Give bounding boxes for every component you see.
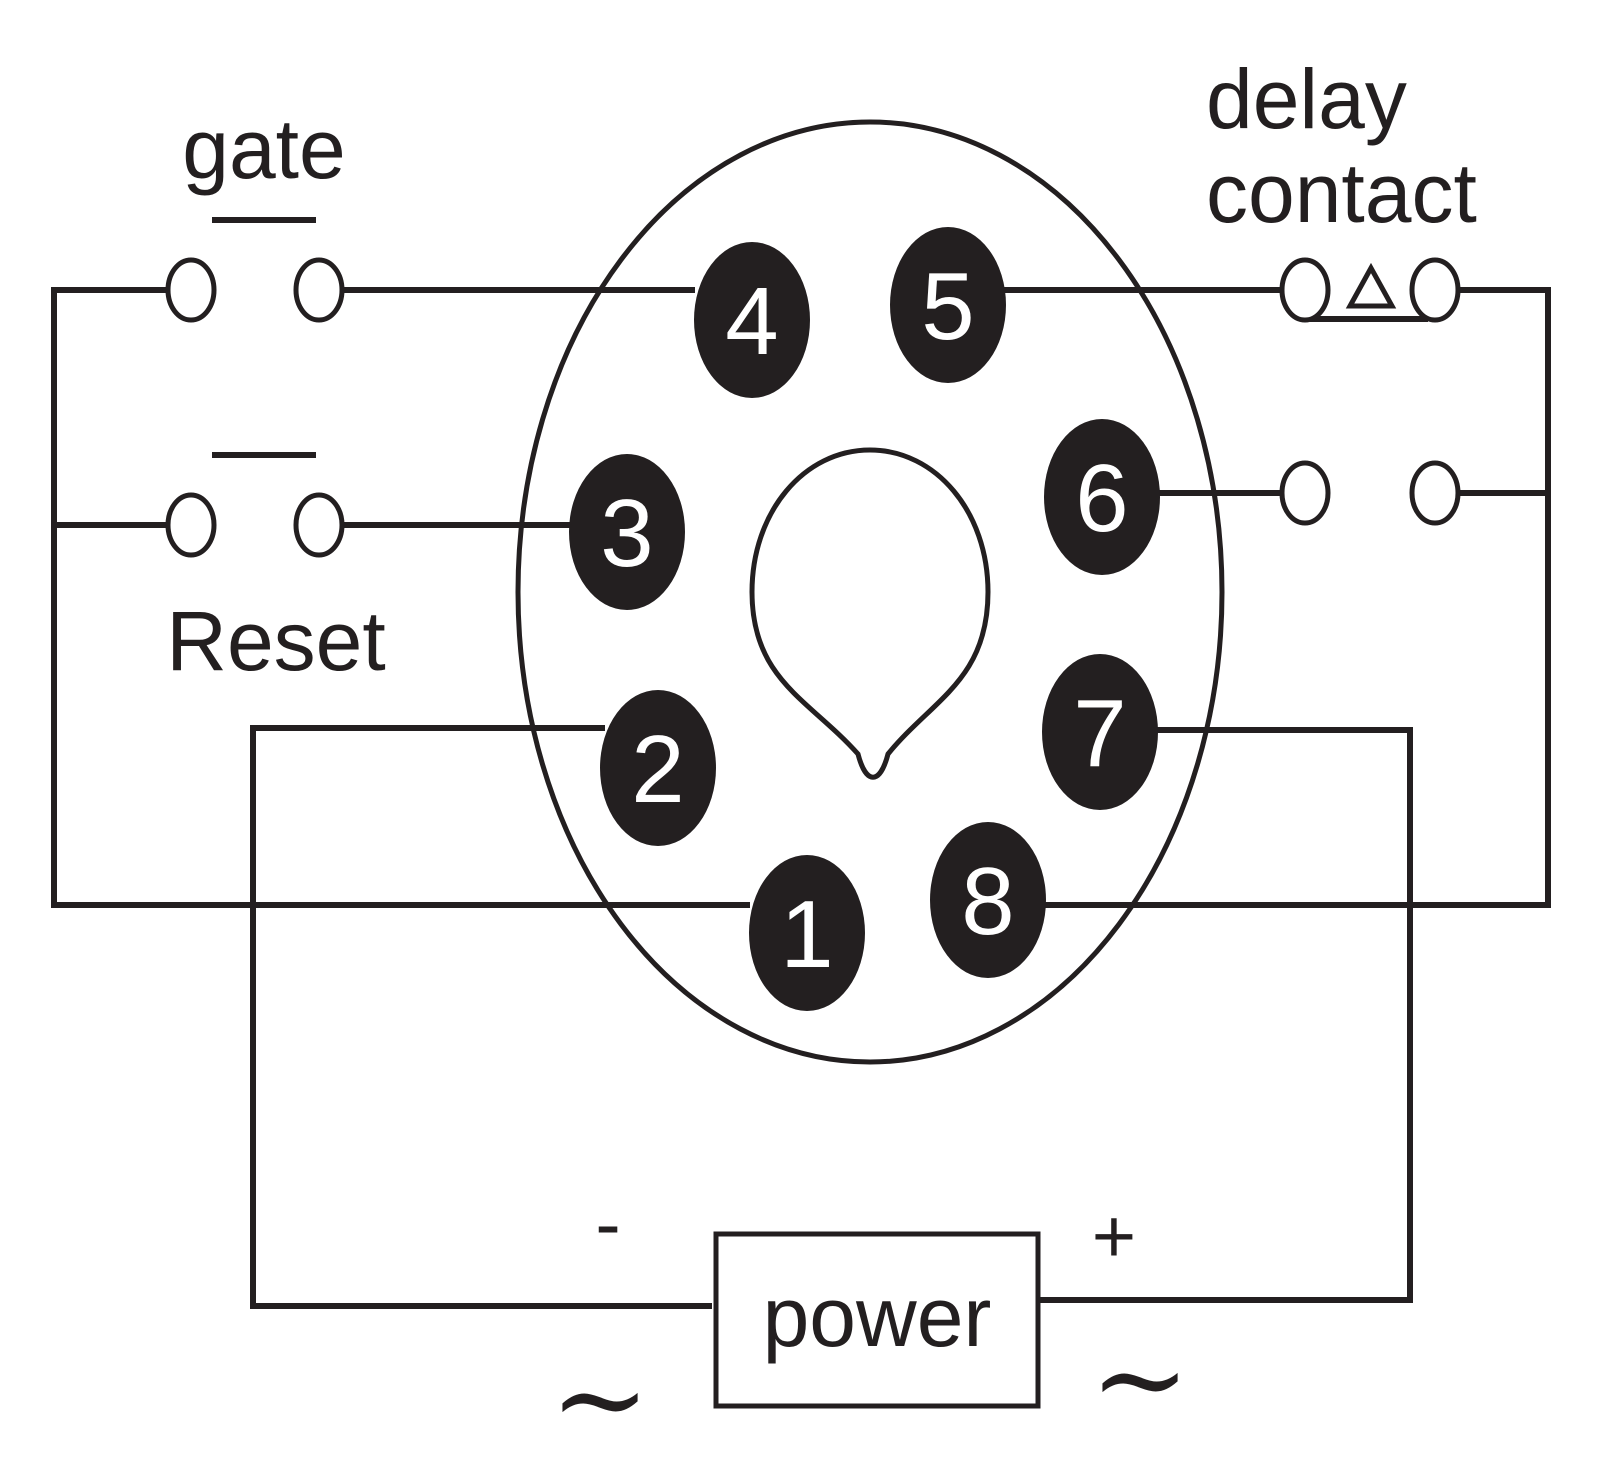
reset-terminal-right [293,492,345,558]
power-label: power [763,1270,992,1364]
pin-3-label: 3 [600,480,653,587]
pin-1-label: 1 [780,881,833,988]
pin-3-disc [569,454,685,610]
gate-terminal-right [293,257,345,323]
wire-left-bus [51,287,750,908]
pin-4-disc [694,242,810,398]
pin-4: 4 [694,242,810,398]
wire-pin7-power [1040,727,1413,1303]
delay-triangle-icon [1345,262,1397,309]
wire-pin2-power [250,725,712,1309]
delay-terminal-left [1279,257,1331,323]
pin-2-label: 2 [631,716,684,823]
pin-7: 7 [1042,654,1158,810]
socket-outline [515,119,1225,1065]
reset-terminal-left [165,492,217,558]
ac-symbol-right: ~ [1090,1310,1191,1449]
delay-terminal-right [1409,257,1461,323]
gate-terminal-left [165,257,217,323]
pin-5-disc [890,227,1006,383]
pin-2-disc [600,690,716,846]
reset-label: Reset [166,594,385,688]
contact-terminal-right [1409,460,1461,526]
pin-6-label: 6 [1075,445,1128,552]
pin-8: 8 [930,822,1046,978]
pin-8-disc [930,822,1046,978]
gate-label: gate [182,102,346,196]
socket-keyway [749,447,991,780]
pin-8-label: 8 [961,848,1014,955]
pin-5-label: 5 [921,253,974,360]
pin-1: 1 [749,855,865,1011]
power-box [713,1231,1041,1409]
plus-sign: + [1092,1194,1136,1279]
contact-label: contact [1206,146,1477,240]
minus-sign: - [595,1182,620,1267]
contact-terminal-left [1279,460,1331,526]
terminals [165,257,1461,558]
pin-7-disc [1042,654,1158,810]
pin-3: 3 [569,454,685,610]
pin-6-disc [1044,419,1160,575]
pin-6: 6 [1044,419,1160,575]
wires [51,287,1551,1309]
pin-5: 5 [890,227,1006,383]
pin-1-disc [749,855,865,1011]
wire-right-bus [1040,287,1551,908]
pin-7-label: 7 [1073,680,1126,787]
delay-label: delay [1206,52,1407,146]
pin-4-label: 4 [725,268,778,375]
ac-symbol-left: ~ [550,1330,651,1468]
pin-2: 2 [600,690,716,846]
